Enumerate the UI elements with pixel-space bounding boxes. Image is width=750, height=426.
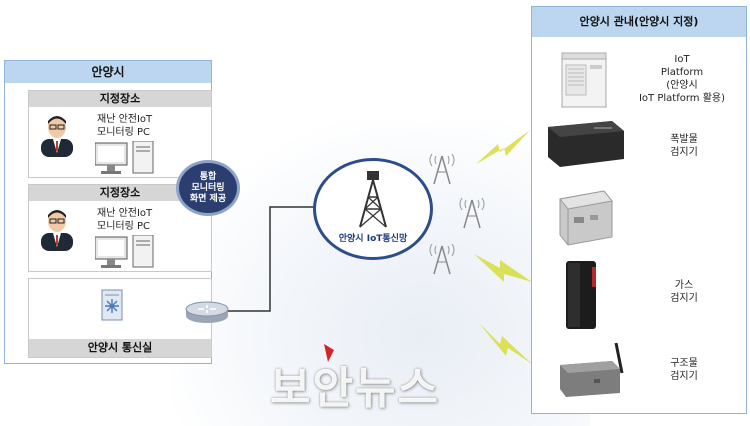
server-switch-icon — [101, 289, 123, 325]
small-tower-icon — [428, 236, 456, 280]
device-label-line: (안양시 — [666, 80, 698, 91]
badge-line3: 화면 제공 — [189, 193, 227, 204]
device-label-line: 구조물 — [670, 358, 698, 369]
integrated-monitoring-badge: 통합 모니터링 화면 제공 — [176, 160, 240, 216]
watermark-text: 보안뉴스 — [270, 363, 440, 414]
lightning-icon — [478, 322, 534, 370]
device-label-line: IoT — [674, 54, 690, 65]
pc-label: 재난 안전IoT 모니터링 PC — [97, 113, 152, 139]
explosive-detector-label: 폭발물 검지기 — [634, 133, 734, 159]
comm-room-title: 안양시 통신실 — [29, 339, 211, 357]
pc-label-line2: 모니터링 PC — [97, 127, 150, 138]
sensor-box-icon — [554, 187, 614, 251]
device-label-line: 검지기 — [670, 371, 698, 382]
zone-comm-room: 안양시 통신실 — [28, 278, 212, 358]
device-label-line: 검지기 — [670, 147, 698, 158]
server-icon — [560, 51, 608, 113]
anyang-jurisdiction-panel: 안양시 관내(안양시 지정) IoT Platform (안양시 IoT Pla… — [531, 6, 747, 414]
device-label-line: 검지기 — [670, 293, 698, 304]
zone-title: 지정장소 — [29, 185, 211, 201]
structure-detector-label: 구조물 검지기 — [634, 357, 734, 383]
network-label: 안양시 IoT통신망 — [338, 234, 408, 244]
small-tower-icon — [428, 146, 456, 190]
watermark-accent-icon — [322, 344, 336, 366]
badge-line2: 모니터링 — [191, 182, 225, 193]
pc-label-line1: 재난 안전IoT — [97, 114, 153, 125]
zone-designated-2: 지정장소 재난 안전IoT 모니터링 PC — [28, 184, 212, 272]
anyang-panel-title: 안양시 — [5, 61, 211, 83]
lightning-icon — [476, 130, 532, 174]
structure-detector-icon — [556, 339, 630, 403]
badge-line1: 통합 — [199, 171, 217, 182]
operator-avatar-icon — [39, 207, 75, 255]
zone-designated-1: 지정장소 재난 안전IoT 모니터링 PC — [28, 90, 212, 178]
router-icon — [184, 300, 230, 328]
pc-label-line2: 모니터링 PC — [97, 221, 150, 232]
pc-label-line1: 재난 안전IoT — [97, 208, 153, 219]
desktop-pc-icon — [94, 234, 159, 273]
gas-detector-label: 가스 검지기 — [634, 279, 734, 305]
gas-detector-icon — [562, 257, 602, 335]
small-tower-icon — [458, 190, 486, 234]
device-label-line: IoT Platform 활용) — [638, 93, 725, 104]
desktop-pc-icon — [94, 140, 159, 179]
explosive-detector-icon — [542, 119, 626, 175]
iot-network-node: 안양시 IoT통신망 — [313, 158, 433, 260]
operator-avatar-icon — [39, 113, 75, 161]
iot-platform-label: IoT Platform (안양시 IoT Platform 활용) — [622, 53, 742, 105]
cell-tower-icon — [356, 169, 390, 233]
zone-title: 지정장소 — [29, 91, 211, 107]
device-label-line: Platform — [660, 67, 704, 78]
jurisdiction-panel-title: 안양시 관내(안양시 지정) — [532, 7, 746, 37]
lightning-icon — [474, 250, 534, 294]
pc-label: 재난 안전IoT 모니터링 PC — [97, 207, 152, 233]
device-label-line: 가스 — [674, 280, 694, 291]
device-label-line: 폭발물 — [670, 134, 698, 145]
